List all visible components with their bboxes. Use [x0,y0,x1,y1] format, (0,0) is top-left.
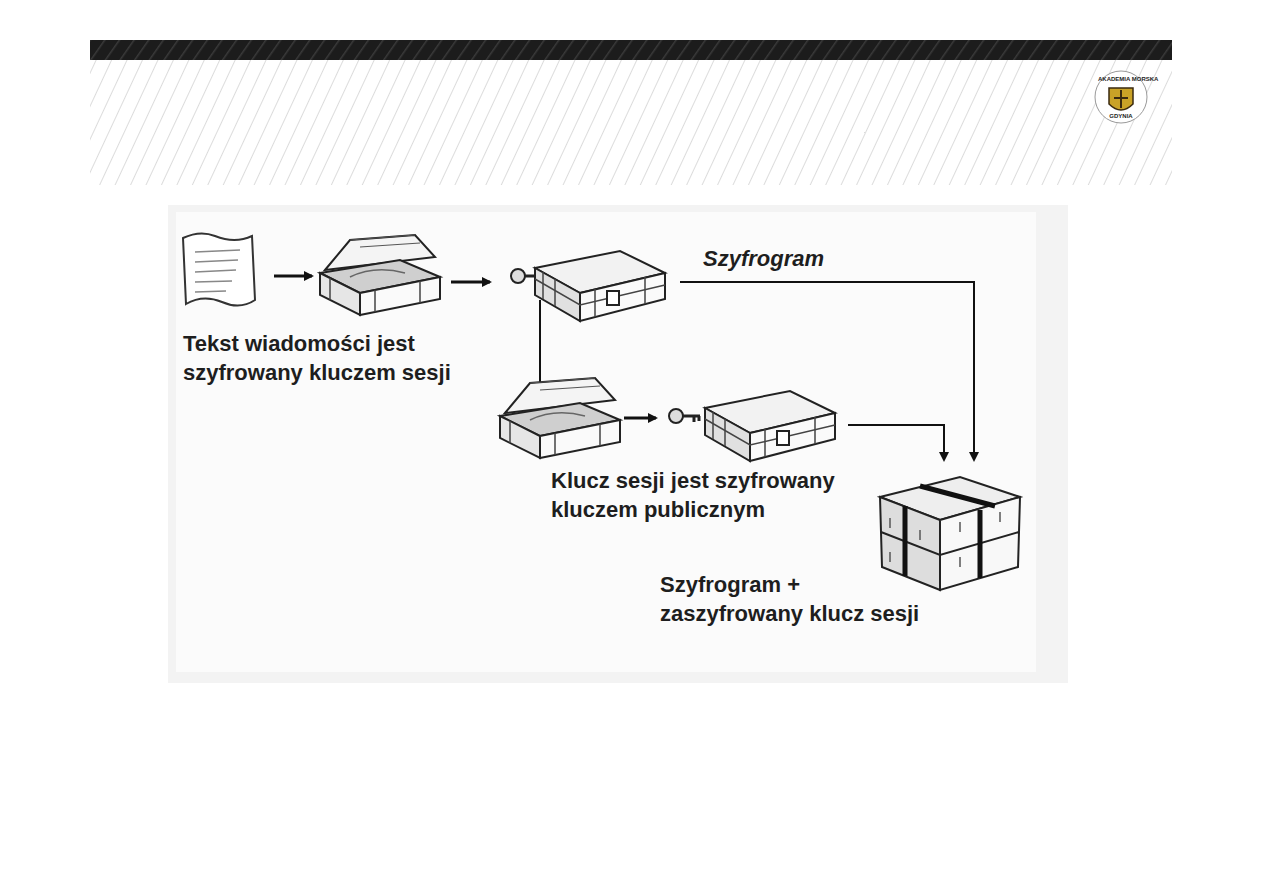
logo-text: AKADEMIA MORSKA [1098,76,1144,83]
logo-text: GDYNIA [1098,113,1144,120]
step-caption: Tekst wiadomości jest szyfrowany kluczem… [183,329,453,387]
edge-label: Szyfrogram [703,244,903,273]
step-caption: Klucz sesji jest szyfrowany kluczem publ… [551,466,851,524]
result-caption: Szyfrogram + zaszyfrowany klucz sesji [660,570,940,628]
